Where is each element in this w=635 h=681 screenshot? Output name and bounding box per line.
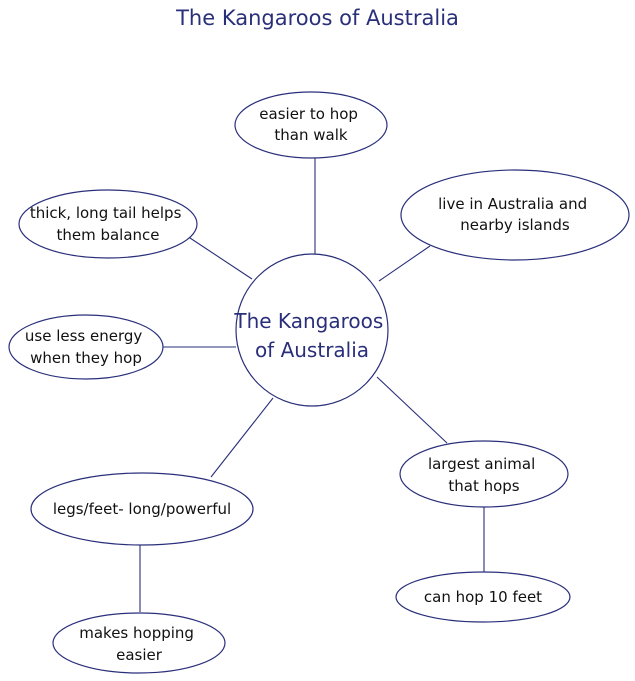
svg-text:thick, long tail helps t: thick, long tail helps them balance: [30, 204, 186, 244]
diagram-title: The Kangaroos of Australia: [176, 6, 459, 30]
bubble-text-line: that hops: [448, 477, 519, 495]
svg-text:easier to hop than walk: easier to hop than walk: [259, 105, 362, 144]
bubble-less-energy: use less energy when they hop: [8, 314, 164, 380]
bubble-text-line: largest animal: [428, 455, 535, 473]
bubble-text-line: makes hopping: [79, 624, 194, 642]
bubble-thick-long-tail: thick, long tail helps them balance: [18, 189, 198, 259]
bubble-largest-animal: largest animal that hops: [399, 440, 569, 508]
bubble-text-line: them balance: [56, 226, 159, 244]
center-line-2: of Australia: [255, 338, 369, 362]
svg-text:live in Australia and ne: live in Australia and nearby islands: [438, 195, 592, 234]
link-center-n6: [210, 397, 274, 478]
svg-text:can hop 10 feet: can hop 10 feet: [424, 588, 542, 606]
bubble-text-line: easier: [116, 646, 163, 664]
bubble-easier-to-hop: easier to hop than walk: [234, 91, 388, 159]
bubble-makes-hopping-easier: makes hopping easier: [52, 612, 226, 674]
bubble-text-line: thick, long tail helps: [30, 204, 182, 222]
svg-text:use less energy when the: use less energy when they hop: [25, 327, 147, 367]
link-center-n3: [186, 235, 253, 280]
svg-text:makes hopping easier: makes hopping easier: [79, 624, 198, 664]
bubble-text-line: when they hop: [30, 349, 142, 367]
svg-text:legs/feet- long/powerful: legs/feet- long/powerful: [53, 500, 231, 518]
bubble-text-line: legs/feet- long/powerful: [53, 500, 231, 518]
bubble-text-line: live in Australia and: [438, 195, 587, 213]
bubble-live-in-australia: live in Australia and nearby islands: [400, 169, 630, 261]
center-bubble: The Kangaroos of Australia: [233, 253, 389, 407]
link-center-n2: [378, 245, 431, 282]
connector-lines: [139, 158, 485, 612]
bubble-text-line: nearby islands: [460, 216, 570, 234]
bubble-text-line: than walk: [274, 126, 347, 144]
bubble-legs-feet: legs/feet- long/powerful: [30, 472, 254, 546]
bubble-can-hop-10-feet: can hop 10 feet: [395, 571, 571, 623]
svg-text:largest animal that hops: largest animal that hops: [428, 455, 540, 495]
center-line-1: The Kangaroos: [233, 309, 383, 333]
bubble-text-line: easier to hop: [259, 105, 358, 123]
bubble-text-line: can hop 10 feet: [424, 588, 542, 606]
link-center-n5: [376, 376, 448, 444]
bubble-text-line: use less energy: [25, 327, 143, 345]
svg-text:The Kangaroos of Austral: The Kangaroos of Australia: [233, 309, 389, 362]
